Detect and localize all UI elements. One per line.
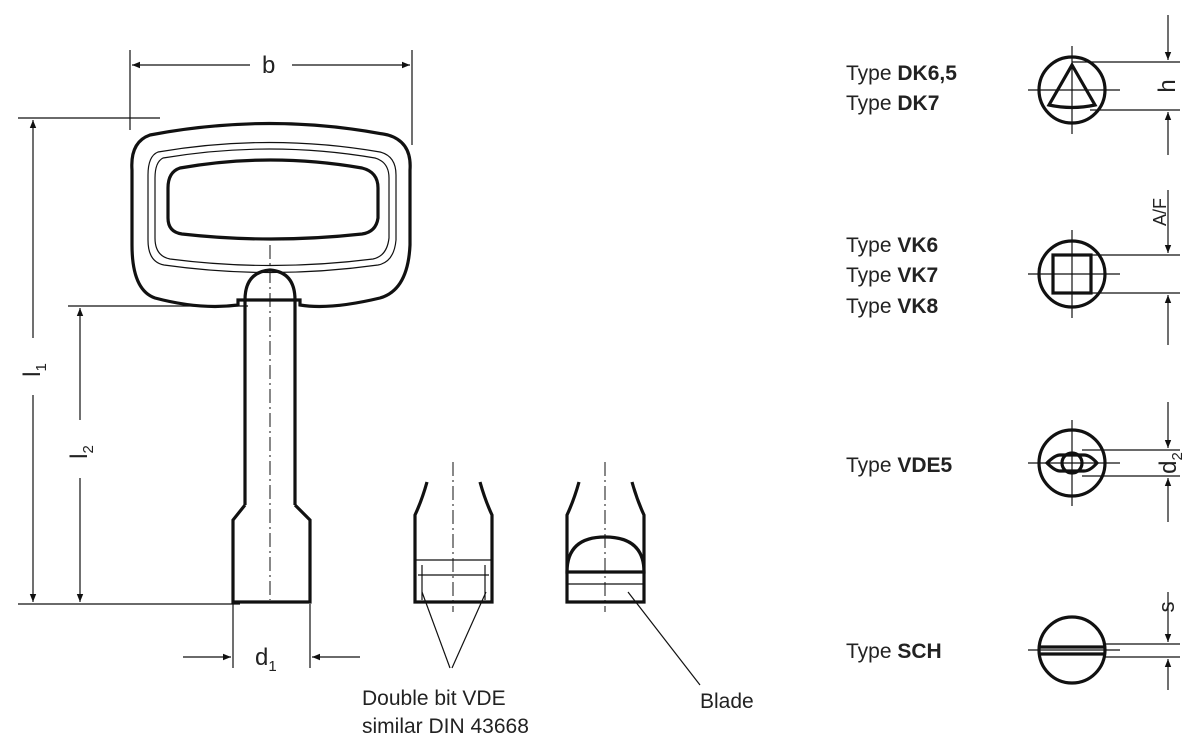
key-handle-outline: [130, 121, 412, 309]
dimension-h-label: h: [1154, 79, 1181, 92]
type-sch-profile: [1028, 592, 1180, 690]
type-vk7-label: Type VK7: [846, 264, 938, 287]
double-bit-caption-line1: Double bit VDE: [362, 687, 506, 710]
key-handle-window: [166, 158, 380, 241]
blade-caption: Blade: [700, 690, 754, 713]
type-vk6-label: Type VK6: [846, 234, 938, 257]
dimension-af-label: A/F: [1150, 198, 1170, 226]
type-dk-profile: [1028, 15, 1180, 155]
double-bit-detail: [413, 462, 494, 669]
key-main-view: [18, 50, 413, 668]
key-bit-end: [231, 503, 312, 604]
blade-detail: [565, 462, 701, 686]
dimension-l1-label: l1: [19, 363, 50, 377]
key-handle-rim: [147, 141, 397, 274]
type-dk7-label: Type DK7: [846, 92, 939, 115]
key-shaft: [243, 300, 297, 505]
double-bit-caption-line2: similar DIN 43668: [362, 715, 529, 738]
type-dk65-label: Type DK6,5: [846, 62, 957, 85]
type-vde5-profile: [1028, 402, 1180, 522]
type-vde5-label: Type VDE5: [846, 454, 953, 477]
dimension-d2-label: d2: [1155, 452, 1182, 474]
dimension-s-label: s: [1154, 602, 1179, 613]
dimension-d1-label: d1: [255, 644, 277, 675]
type-sch-label: Type SCH: [846, 640, 942, 663]
dimension-l2-label: l2: [66, 445, 97, 459]
type-vk8-label: Type VK8: [846, 295, 939, 318]
dimension-b-label: b: [262, 52, 275, 79]
type-vk-profile: [1028, 190, 1180, 345]
